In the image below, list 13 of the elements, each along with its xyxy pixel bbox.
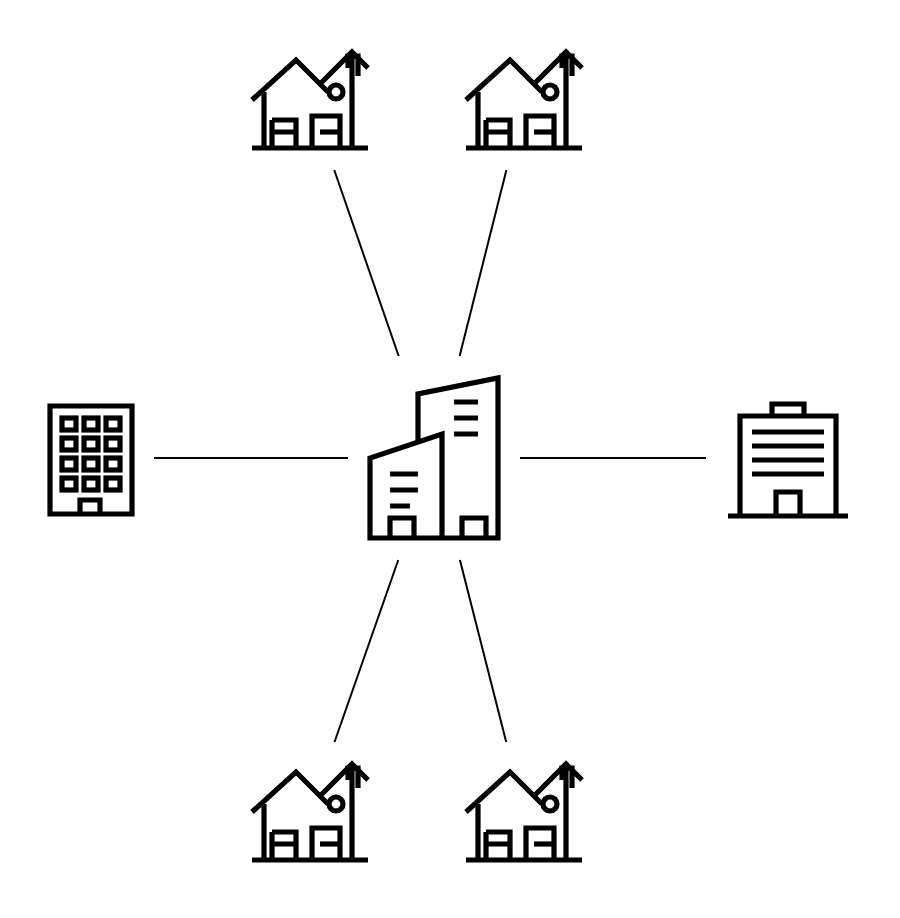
connector-line xyxy=(333,169,400,357)
apartment-building-icon xyxy=(46,398,136,518)
connector-line xyxy=(458,559,508,743)
house-icon xyxy=(248,760,372,864)
house-icon xyxy=(248,48,372,152)
connector-line xyxy=(458,169,508,357)
house-icon xyxy=(462,760,586,864)
house-icon xyxy=(462,48,586,152)
skyscraper-icon xyxy=(366,374,502,542)
connector-line xyxy=(153,457,349,459)
connector-line xyxy=(519,457,707,459)
office-building-icon xyxy=(724,396,852,520)
connector-line xyxy=(333,559,400,743)
